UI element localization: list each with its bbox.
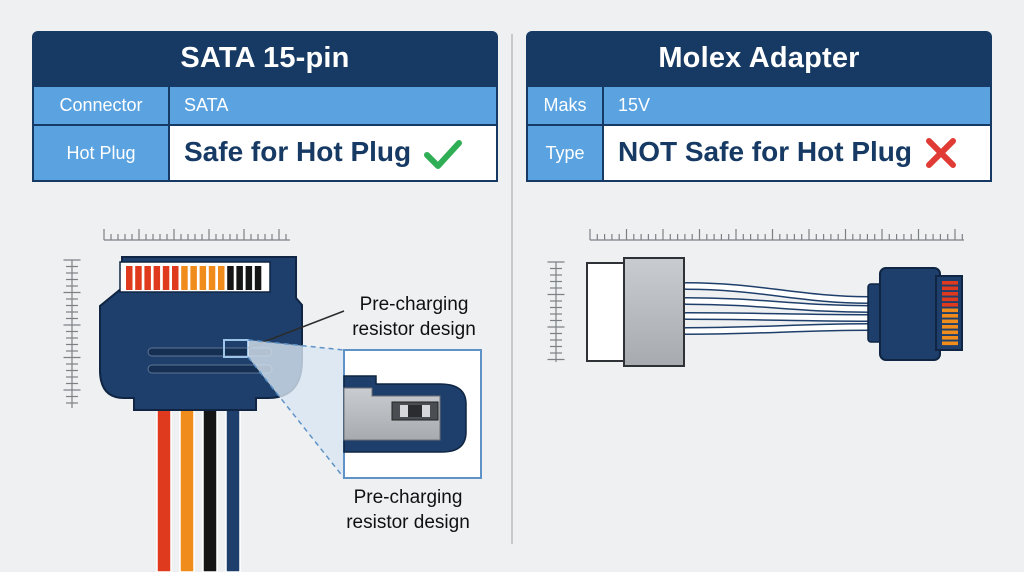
molex-side-ruler xyxy=(547,261,565,362)
table-row: Type NOT Safe for Hot Plug xyxy=(526,124,992,182)
sata-side-ruler xyxy=(63,259,81,408)
callout-label: Pre-charging resistor design xyxy=(352,294,476,340)
sata-panel: SATA 15-pin Connector SATA Hot Plug Safe… xyxy=(32,31,498,182)
sata-pin xyxy=(181,266,188,290)
sata-pin xyxy=(144,266,151,290)
sata-connector xyxy=(99,256,303,411)
zoom-beam xyxy=(248,340,344,478)
molex-side-pin xyxy=(942,286,958,291)
status-text: Safe for Hot Plug xyxy=(184,136,412,168)
spec-key: Type xyxy=(526,124,604,182)
spec-key: Hot Plug xyxy=(32,124,170,182)
molex-side-pin xyxy=(942,319,958,324)
molex-side-pin xyxy=(942,341,958,346)
molex-side-pin xyxy=(942,325,958,329)
table-row: Maks 15V xyxy=(526,85,992,126)
sata-pin xyxy=(236,266,243,290)
spec-value-status: Safe for Hot Plug xyxy=(168,124,498,182)
molex-adapter xyxy=(586,257,963,367)
cross-icon xyxy=(926,138,956,169)
sata-panel-title: SATA 15-pin xyxy=(32,31,498,85)
molex-spec-table: Maks 15V Type NOT Safe for Hot Plug xyxy=(526,85,992,182)
sata-pin xyxy=(245,266,253,290)
table-row: Connector SATA xyxy=(32,85,498,126)
status-text: NOT Safe for Hot Plug xyxy=(618,135,912,167)
sata-spec-table: Connector SATA Hot Plug Safe for Hot Plu… xyxy=(32,85,498,182)
sata-wires xyxy=(156,403,241,572)
zoom-label: Pre-charging resistor design xyxy=(346,487,470,533)
molex-side-pin xyxy=(942,303,958,307)
molex-side-pin xyxy=(942,297,958,302)
sata-pin xyxy=(153,266,161,290)
sata-pin xyxy=(126,266,133,290)
sata-pin xyxy=(172,266,179,290)
table-row: Hot Plug Safe for Hot Plug xyxy=(32,124,498,182)
molex-panel-title: Molex Adapter xyxy=(526,31,992,85)
sata-pin xyxy=(254,266,262,290)
sata-pin xyxy=(218,266,225,290)
spec-key: Connector xyxy=(32,85,170,126)
molex-wires xyxy=(682,282,874,335)
sata-pin xyxy=(208,266,216,290)
sata-pin xyxy=(135,266,142,290)
sata-pin xyxy=(199,266,207,290)
molex-side-pin xyxy=(942,336,958,340)
spec-value: SATA xyxy=(168,85,498,126)
molex-side-pin xyxy=(942,330,958,335)
sata-pin xyxy=(227,266,234,290)
spec-value: 15V xyxy=(602,85,992,126)
molex-panel: Molex Adapter Maks 15V Type NOT Safe for… xyxy=(526,31,992,182)
panel-divider xyxy=(511,34,513,544)
molex-top-ruler xyxy=(589,229,964,241)
sata-pin xyxy=(190,266,197,290)
molex-side-pin xyxy=(942,314,958,318)
zoom-inset xyxy=(343,349,482,479)
spec-value-status: NOT Safe for Hot Plug xyxy=(602,124,992,182)
check-icon xyxy=(424,139,463,169)
molex-side-pin xyxy=(942,281,958,285)
sata-pin xyxy=(162,266,170,290)
molex-side-pin xyxy=(942,292,958,296)
spec-key: Maks xyxy=(526,85,604,126)
sata-top-ruler xyxy=(103,229,290,241)
molex-side-pin xyxy=(942,308,958,313)
